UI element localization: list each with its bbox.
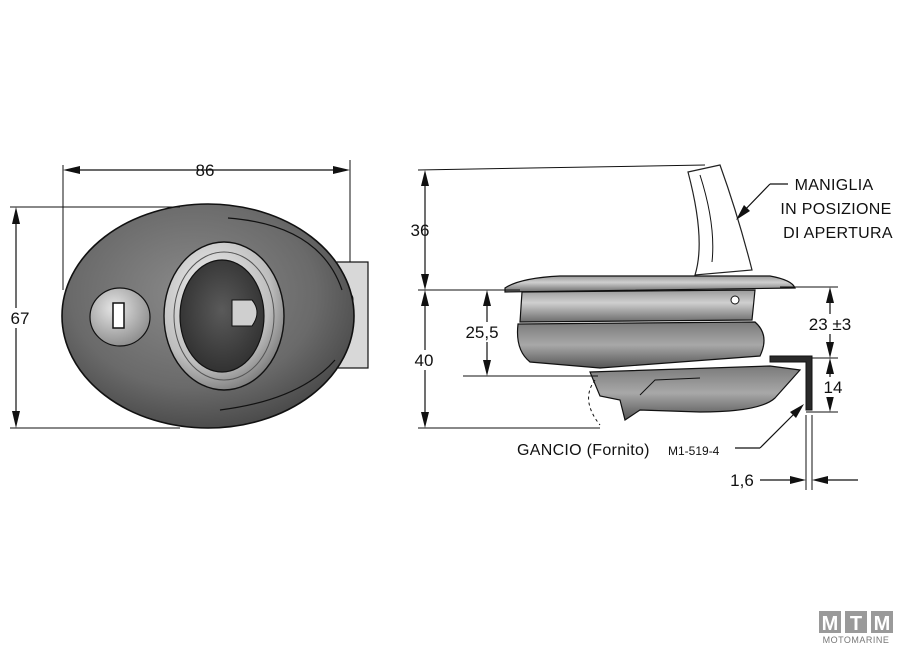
side-view: 36 40 25,5 23 ±3 14 1,6 bbox=[408, 164, 893, 490]
handle-tab bbox=[231, 299, 258, 327]
key-slot bbox=[112, 302, 125, 329]
dim-side-inner: 25,5 bbox=[465, 323, 498, 342]
dim-side-top: 36 bbox=[411, 221, 430, 240]
callout-hook-label: GANCIO (Fornito) bbox=[517, 442, 650, 459]
logo-letter-3: M bbox=[874, 613, 891, 635]
housing bbox=[519, 289, 756, 323]
dim-height-left: 67 bbox=[11, 309, 30, 328]
latch-mechanism bbox=[589, 365, 802, 421]
callout-hook-code: M1-519-4 bbox=[668, 444, 720, 458]
dim-side-thickness: 1,6 bbox=[730, 471, 754, 490]
logo-box-2 bbox=[845, 611, 867, 633]
dim-side-mid: 40 bbox=[415, 351, 434, 370]
dim-width-top: 86 bbox=[196, 161, 215, 180]
handle-recess bbox=[179, 259, 265, 373]
callout-handle-line1: MANIGLIA bbox=[795, 177, 874, 194]
logo-subtitle: MOTOMARINE bbox=[823, 635, 890, 645]
logo-letter-1: M bbox=[822, 613, 839, 635]
flange bbox=[504, 275, 796, 293]
dim-side-right: 23 ±3 bbox=[809, 315, 851, 334]
front-view: 86 67 bbox=[6, 160, 369, 429]
housing-lower bbox=[516, 321, 765, 369]
logo-letter-2: T bbox=[850, 613, 862, 635]
dim-side-hook: 14 bbox=[824, 378, 843, 397]
motomarine-logo: M T M MOTOMARINE bbox=[819, 611, 893, 645]
callout-handle-line2: IN POSIZIONE bbox=[780, 201, 891, 218]
logo-box-1 bbox=[819, 611, 841, 633]
logo-box-3 bbox=[871, 611, 893, 633]
hook-plate bbox=[769, 355, 813, 411]
callout-handle-line3: DI APERTURA bbox=[783, 225, 893, 242]
handle-open-outline bbox=[687, 164, 753, 276]
